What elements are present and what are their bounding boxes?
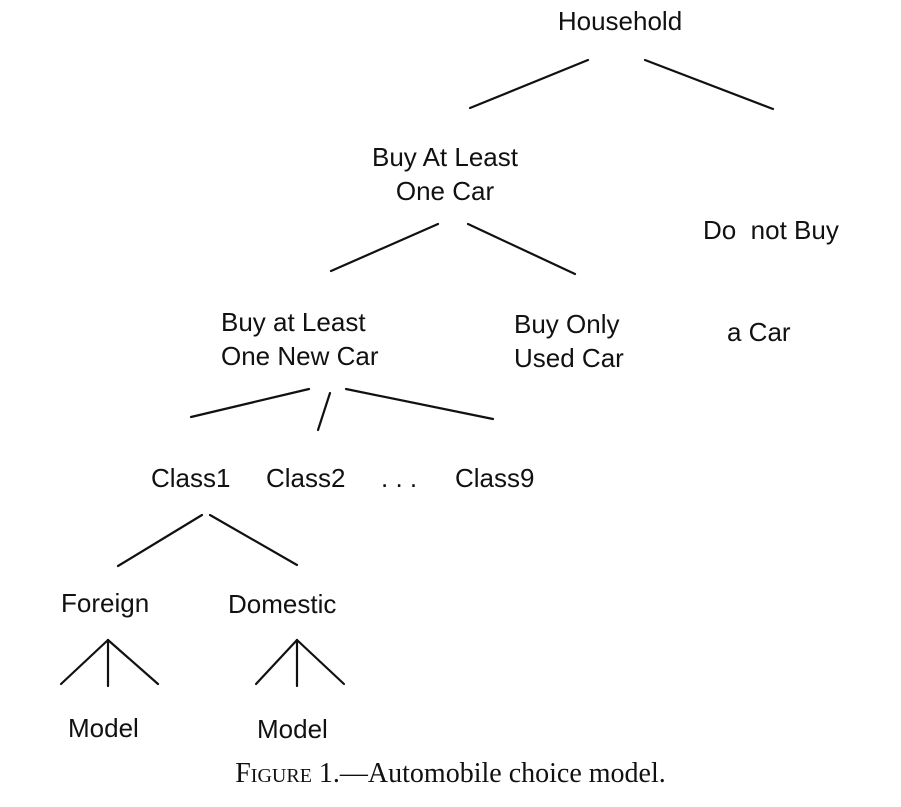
node-class-ellipsis-label: . . . <box>381 463 418 493</box>
node-buy-only-used-car-line-2: Used Car <box>514 343 624 373</box>
figure-caption: Figure 1.—Automobile choice model. <box>0 758 901 790</box>
node-model-domestic-label: Model <box>257 714 328 744</box>
node-domestic-label: Domestic <box>228 589 337 619</box>
node-buy-only-used-car-line-1: Buy Only <box>514 309 620 339</box>
node-class9: Class9 <box>455 461 534 495</box>
node-buy-at-least-one-new-car: Buy at Least One New Car <box>221 305 421 373</box>
edge-buy-newcar <box>329 222 440 273</box>
node-foreign: Foreign <box>61 586 149 620</box>
node-buy-at-least-one-new-car-line-1: Buy at Least <box>221 307 366 337</box>
node-class1-label: Class1 <box>151 463 231 493</box>
node-buy-only-used-car: Buy Only Used Car <box>514 307 674 375</box>
node-class1: Class1 <box>151 461 230 495</box>
node-buy-at-least-one-car: Buy At Least One Car <box>345 140 545 208</box>
node-buy-at-least-one-car-line-2: One Car <box>395 176 495 206</box>
node-class9-label: Class9 <box>455 463 535 493</box>
edge-household-donotbuy <box>643 58 775 111</box>
edge-newcar-class2 <box>316 391 332 432</box>
node-class-ellipsis: . . . <box>381 461 417 495</box>
node-class2-label: Class2 <box>266 463 346 493</box>
edge-foreign-model-right <box>106 638 160 686</box>
edge-household-buy <box>468 58 590 110</box>
edge-domestic-model-left <box>254 638 299 686</box>
node-foreign-label: Foreign <box>61 588 150 618</box>
edge-foreign-model-left <box>59 638 110 686</box>
node-buy-at-least-one-new-car-line-2: One New Car <box>221 341 379 371</box>
figure-caption-text: —Automobile choice model. <box>339 758 666 789</box>
node-household-line-1: Household <box>557 6 683 36</box>
node-model-domestic: Model <box>257 712 328 746</box>
node-do-not-buy-a-car-line-1: Do not Buy <box>703 215 839 245</box>
node-household: Household <box>530 4 710 38</box>
edge-domestic-model-right <box>295 638 346 686</box>
node-model-foreign-label: Model <box>68 713 139 743</box>
edge-class1-domestic <box>208 513 299 567</box>
node-do-not-buy-a-car: Do not Buy a Car <box>703 145 893 417</box>
edge-newcar-class1 <box>189 387 311 419</box>
edge-class1-foreign <box>116 513 204 568</box>
edge-buy-usedcar <box>466 222 577 276</box>
node-buy-at-least-one-car-line-1: Buy At Least <box>372 142 518 172</box>
node-model-foreign: Model <box>68 711 139 745</box>
node-domestic: Domestic <box>228 587 336 621</box>
node-do-not-buy-a-car-line-2: a Car <box>727 317 791 347</box>
figure-caption-label: Figure 1. <box>235 758 340 789</box>
edge-newcar-class9 <box>344 387 495 421</box>
node-class2: Class2 <box>266 461 345 495</box>
